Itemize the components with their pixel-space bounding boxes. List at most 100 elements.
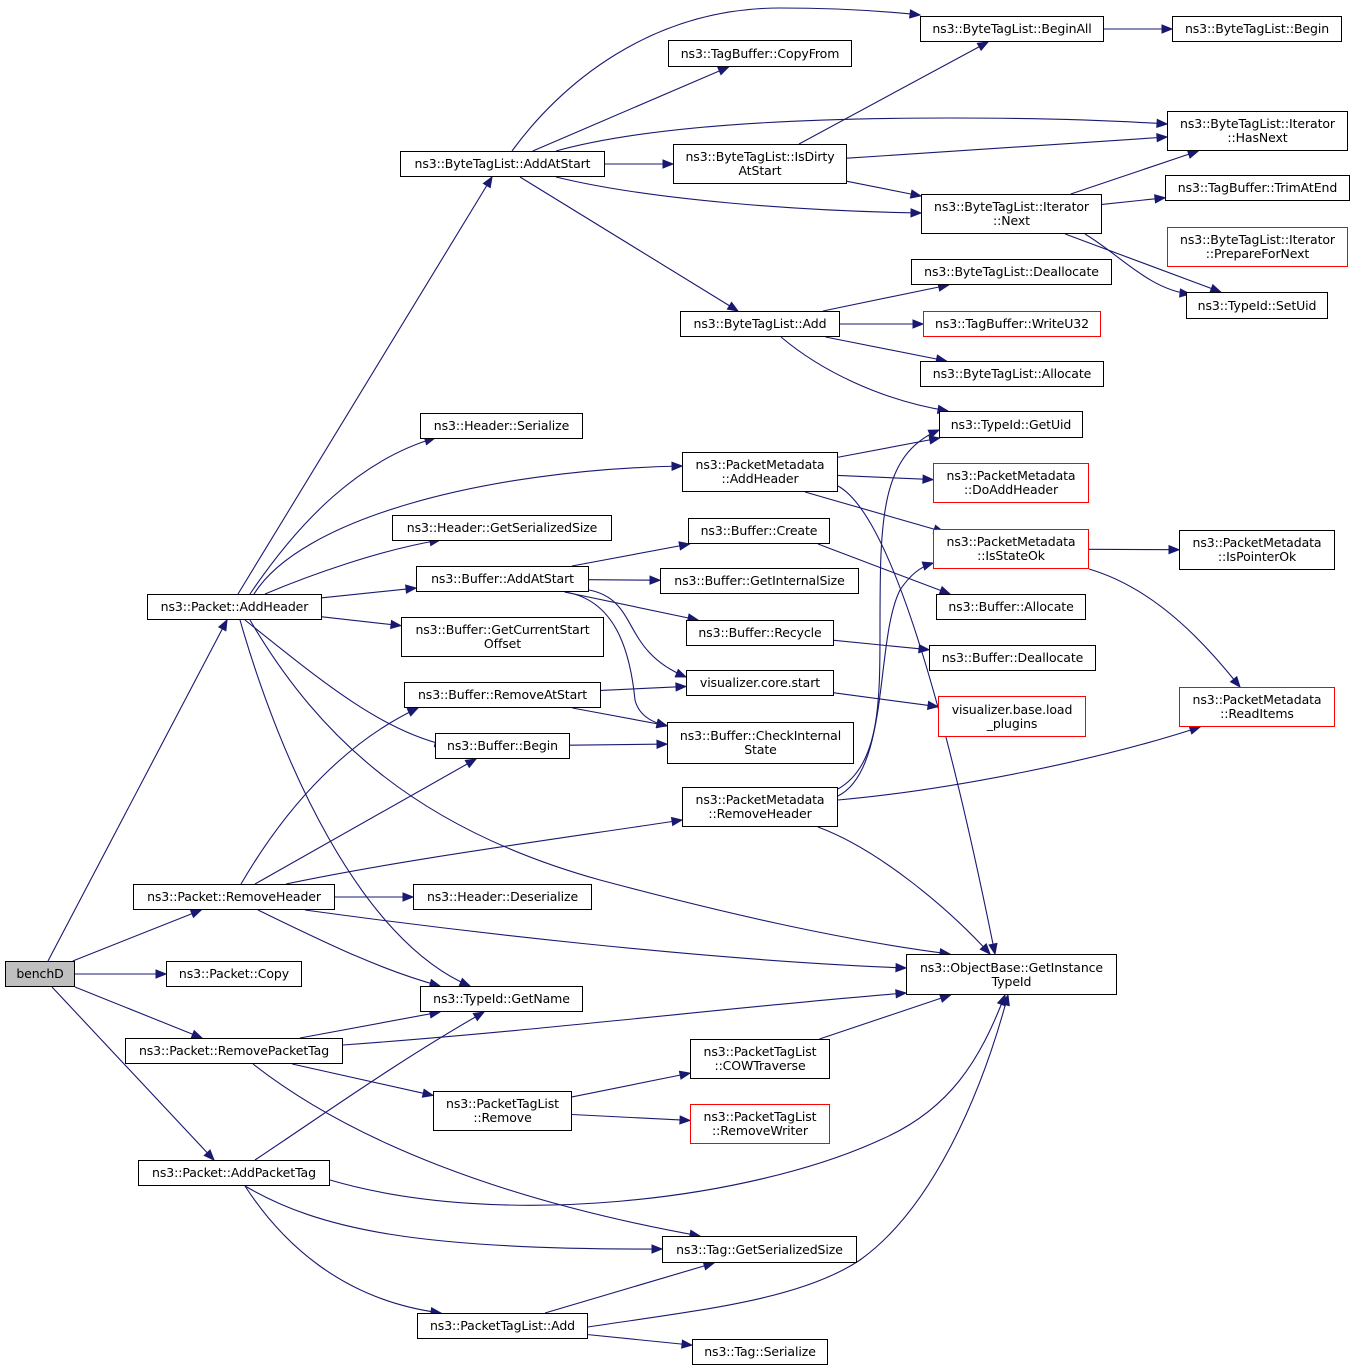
edge-arrowhead — [678, 1070, 692, 1080]
edge-arrowhead — [1156, 132, 1169, 143]
node-buf-allocate[interactable]: ns3::Buffer::Allocate — [936, 594, 1086, 620]
edge-arrowhead — [671, 461, 684, 471]
node-pkt-copy[interactable]: ns3::Packet::Copy — [166, 961, 302, 987]
edge-buf-addatstart-to-buf-getinternalsize — [588, 579, 661, 581]
edge-pkt-removepackettag-to-objbase-getinstancetypeid — [342, 992, 907, 1046]
node-buf-getinternalsize[interactable]: ns3::Buffer::GetInternalSize — [660, 568, 859, 594]
edge-arrowhead — [988, 942, 998, 956]
edge-arrowhead — [472, 1011, 486, 1022]
edge-buf-addatstart-to-buf-create — [571, 543, 690, 567]
edge-arrowhead — [458, 977, 472, 987]
node-btl-it-hasnext[interactable]: ns3::ByteTagList::Iterator ::HasNext — [1167, 111, 1348, 151]
edge-pkt-addheader-to-buf-addatstart — [321, 587, 417, 599]
edge-pkt-addheader-to-pm-addheader — [253, 465, 683, 595]
node-tag-getserializedsize[interactable]: ns3::Tag::GetSerializedSize — [662, 1236, 857, 1263]
edge-pm-addheader-to-typeid-getuid — [837, 437, 940, 458]
node-btl-beginall[interactable]: ns3::ByteTagList::BeginAll — [920, 16, 1104, 42]
edge-pkt-addheader-to-btl-addatstart — [237, 176, 493, 595]
node-tagbuf-copyfrom[interactable]: ns3::TagBuffer::CopyFrom — [668, 40, 852, 67]
node-pm-ispointerok[interactable]: ns3::PacketMetadata ::IsPointerOk — [1179, 530, 1335, 570]
edge-pkt-removeheader-to-buf-begin — [254, 758, 477, 885]
edge-arrowhead — [651, 1244, 664, 1254]
node-btl-deallocate[interactable]: ns3::ByteTagList::Deallocate — [911, 259, 1112, 285]
edge-btl-it-next-to-tagbuf-trimatend — [1101, 197, 1166, 205]
edge-arrowhead — [1156, 118, 1169, 129]
node-pkt-addheader[interactable]: ns3::Packet::AddHeader — [147, 594, 322, 620]
node-hdr-getserializedsize[interactable]: ns3::Header::GetSerializedSize — [392, 515, 612, 541]
node-btl-begin[interactable]: ns3::ByteTagList::Begin — [1172, 16, 1342, 42]
edge-arrowhead — [190, 1029, 204, 1039]
edge-arrowhead — [674, 668, 688, 678]
node-tagbuf-writeu32[interactable]: ns3::TagBuffer::WriteU32 — [923, 311, 1101, 337]
node-typeid-getuid[interactable]: ns3::TypeId::GetUid — [939, 411, 1083, 438]
edge-arrowhead — [912, 319, 925, 329]
edge-pm-isstateok-to-pm-readitems — [1088, 568, 1241, 688]
edge-pkt-removeheader-to-pm-removeheader — [285, 819, 683, 885]
edge-buf-recycle-to-buf-deallocate — [833, 639, 930, 651]
edge-arrowhead — [921, 561, 935, 571]
node-typeid-getname[interactable]: ns3::TypeId::GetName — [420, 986, 583, 1012]
node-viz-core-start[interactable]: visualizer.core.start — [686, 670, 834, 696]
node-buf-addatstart[interactable]: ns3::Buffer::AddAtStart — [416, 566, 589, 592]
edge-arrowhead — [895, 962, 908, 973]
node-tag-serialize[interactable]: ns3::Tag::Serialize — [692, 1339, 828, 1365]
edge-arrowhead — [662, 159, 675, 169]
node-hdr-serialize[interactable]: ns3::Header::Serialize — [420, 413, 583, 439]
edge-pkt-removepackettag-to-tag-getserializedsize — [252, 1063, 701, 1237]
edge-btl-addatstart-to-btl-beginall — [511, 7, 921, 152]
node-ptl-add[interactable]: ns3::PacketTagList::Add — [417, 1313, 588, 1339]
node-pm-readitems[interactable]: ns3::PacketMetadata ::ReadItems — [1179, 687, 1335, 727]
node-btl-it-preparefornext[interactable]: ns3::ByteTagList::Iterator ::PrepareForN… — [1167, 227, 1348, 267]
node-btl-it-next[interactable]: ns3::ByteTagList::Iterator ::Next — [921, 194, 1102, 234]
edge-arrowhead — [1168, 544, 1181, 555]
edge-arrowhead — [464, 758, 478, 769]
edge-arrowhead — [895, 989, 908, 999]
node-buf-getcurrentstartoffset[interactable]: ns3::Buffer::GetCurrentStart Offset — [401, 617, 604, 657]
edge-benchD-to-pkt-removeheader — [72, 909, 202, 962]
edge-buf-removeatstart-to-buf-checkinternalstate — [572, 707, 668, 727]
node-pm-addheader[interactable]: ns3::PacketMetadata ::AddHeader — [682, 452, 838, 492]
node-btl-addatstart[interactable]: ns3::ByteTagList::AddAtStart — [400, 151, 605, 177]
node-pkt-removepackettag[interactable]: ns3::Packet::RemovePacketTag — [125, 1038, 343, 1064]
edge-arrowhead — [1154, 194, 1167, 204]
node-buf-begin[interactable]: ns3::Buffer::Begin — [435, 733, 570, 759]
node-objbase-getinstancetypeid[interactable]: ns3::ObjectBase::GetInstance TypeId — [906, 954, 1117, 995]
edge-arrowhead — [670, 816, 684, 827]
node-btl-isdirtyatstart[interactable]: ns3::ByteTagList::IsDirty AtStart — [673, 144, 847, 184]
edge-pm-addheader-to-objbase-getinstancetypeid — [837, 485, 996, 955]
node-pkt-addpackettag[interactable]: ns3::Packet::AddPacketTag — [138, 1160, 330, 1186]
node-hdr-deserialize[interactable]: ns3::Header::Deserialize — [413, 884, 592, 910]
node-viz-base-loadplugins[interactable]: visualizer.base.load _plugins — [938, 696, 1086, 737]
edge-btl-add-to-btl-allocate — [825, 336, 947, 362]
edge-buf-begin-to-buf-checkinternalstate — [569, 743, 668, 746]
node-buf-recycle[interactable]: ns3::Buffer::Recycle — [686, 620, 834, 646]
node-btl-allocate[interactable]: ns3::ByteTagList::Allocate — [920, 361, 1104, 387]
edge-btl-addatstart-to-tagbuf-copyfrom — [532, 66, 729, 152]
edge-ptl-remove-to-ptl-cowtraverse — [571, 1072, 691, 1098]
edge-btl-isdirtyatstart-to-btl-beginall — [798, 41, 989, 145]
node-pm-removeheader[interactable]: ns3::PacketMetadata ::RemoveHeader — [682, 787, 838, 827]
edge-btl-isdirtyatstart-to-btl-it-hasnext — [846, 136, 1168, 159]
edge-buf-addatstart-to-viz-core-start — [588, 589, 687, 678]
edge-arrowhead — [406, 707, 420, 717]
node-pkt-removeheader[interactable]: ns3::Packet::RemoveHeader — [133, 884, 335, 910]
node-ptl-removewriter[interactable]: ns3::PacketTagList ::RemoveWriter — [690, 1104, 830, 1144]
node-pm-doaddheader[interactable]: ns3::PacketMetadata ::DoAddHeader — [933, 463, 1089, 503]
node-tagbuf-trimatend[interactable]: ns3::TagBuffer::TrimAtEnd — [1165, 175, 1350, 201]
node-ptl-remove[interactable]: ns3::PacketTagList ::Remove — [433, 1091, 572, 1131]
node-ptl-cowtraverse[interactable]: ns3::PacketTagList ::COWTraverse — [690, 1039, 830, 1079]
edge-pkt-removepackettag-to-ptl-remove — [292, 1063, 434, 1097]
node-btl-add[interactable]: ns3::ByteTagList::Add — [680, 311, 840, 337]
call-edges — [47, 7, 1241, 1349]
node-typeid-setuid[interactable]: ns3::TypeId::SetUid — [1186, 292, 1328, 319]
node-buf-checkinternalstate[interactable]: ns3::Buffer::CheckInternal State — [667, 722, 854, 764]
node-buf-deallocate[interactable]: ns3::Buffer::Deallocate — [929, 645, 1096, 671]
node-pm-isstateok[interactable]: ns3::PacketMetadata ::IsStateOk — [933, 529, 1089, 569]
edge-pkt-addpackettag-to-ptl-add — [244, 1185, 442, 1314]
edge-arrowhead — [649, 575, 662, 585]
edge-arrowhead — [918, 643, 931, 654]
edge-pm-removeheader-to-objbase-getinstancetypeid — [817, 826, 991, 955]
node-buf-removeatstart[interactable]: ns3::Buffer::RemoveAtStart — [404, 682, 601, 708]
node-buf-create[interactable]: ns3::Buffer::Create — [688, 518, 830, 544]
